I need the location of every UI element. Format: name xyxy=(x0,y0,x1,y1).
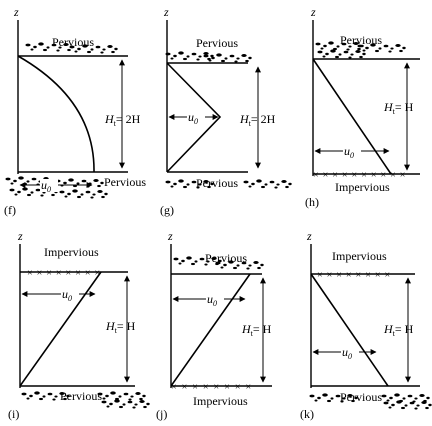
top-boundary-label: Impervious xyxy=(44,245,99,259)
height-label: Ht= H xyxy=(383,100,414,116)
panel-tag: (f) xyxy=(4,203,16,217)
u0-label: u0 xyxy=(207,292,217,308)
panel-tag: (k) xyxy=(300,407,314,421)
u0-label: u0 xyxy=(41,178,51,194)
bottom-boundary-label: Pervious xyxy=(104,175,146,189)
panel-tag: (g) xyxy=(160,203,174,217)
top-boundary-label: Impervious xyxy=(332,249,387,263)
axis-label-z: z xyxy=(167,229,173,243)
bottom-boundary-label: Pervious xyxy=(196,176,238,190)
impervious-crosses: ×××××××× xyxy=(317,270,394,281)
axis-label-z: z xyxy=(13,5,19,19)
panel-tag: (h) xyxy=(305,195,319,209)
bottom-boundary-label: Pervious xyxy=(340,390,382,404)
u0-label-background xyxy=(187,111,205,124)
panel-g: z Pervious u0 Ht= 2H Pervious (g) xyxy=(160,5,292,217)
height-label: Ht= 2H xyxy=(104,112,141,128)
bottom-boundary-label: Pervious xyxy=(60,389,102,403)
top-boundary-label: Pervious xyxy=(52,35,94,49)
gravel-top xyxy=(165,51,252,63)
height-label: Ht= H xyxy=(105,319,136,335)
impervious-crosses: ×××××××× xyxy=(27,268,104,279)
panel-i: z Impervious ×××××××× u0 Ht= H Pervious … xyxy=(8,229,150,421)
axis-label-z: z xyxy=(17,229,23,243)
u0-label-background xyxy=(206,293,224,306)
panel-h: z Pervious Ht= H u0 ×××××××××× Imperviou… xyxy=(305,5,420,209)
u0-label: u0 xyxy=(62,287,72,303)
impervious-crosses: ×××××××××× xyxy=(313,170,409,181)
u0-label-background xyxy=(341,346,359,359)
height-label: Ht= 2H xyxy=(239,112,276,128)
bottom-boundary-label: Impervious xyxy=(335,180,390,194)
pressure-line xyxy=(170,273,251,387)
u0-label: u0 xyxy=(342,345,352,361)
pressure-curve xyxy=(17,55,95,173)
pressure-triangle xyxy=(166,62,222,173)
axis-label-z: z xyxy=(306,229,312,243)
impervious-crosses: ×××××××× xyxy=(171,382,256,393)
pressure-line xyxy=(312,58,392,175)
axis-label-z: z xyxy=(163,5,169,19)
u0-label: u0 xyxy=(188,110,198,126)
u0-label-background xyxy=(40,179,58,192)
top-boundary-label: Pervious xyxy=(205,251,247,265)
panel-k: z Impervious ×××××××× Ht= H u0 Pervious … xyxy=(300,229,432,421)
panel-tag: (i) xyxy=(8,407,19,421)
axis-label-z: z xyxy=(310,5,316,19)
panel-f: z Pervious Ht= 2H u0 Pervious (f) xyxy=(4,5,146,217)
height-label: Ht= H xyxy=(241,322,272,338)
u0-label: u0 xyxy=(344,144,354,160)
panel-tag: (j) xyxy=(156,407,167,421)
u0-label-background xyxy=(61,288,79,301)
pressure-line xyxy=(310,273,389,387)
u0-label-background xyxy=(343,145,361,158)
panel-j: z Pervious u0 Ht= H ×××××××× Impervious … xyxy=(156,229,272,421)
pressure-line xyxy=(19,271,102,387)
bottom-boundary-label: Impervious xyxy=(193,394,248,408)
top-boundary-label: Pervious xyxy=(196,36,238,50)
top-boundary-label: Pervious xyxy=(340,33,382,47)
height-label: Ht= H xyxy=(383,322,414,338)
